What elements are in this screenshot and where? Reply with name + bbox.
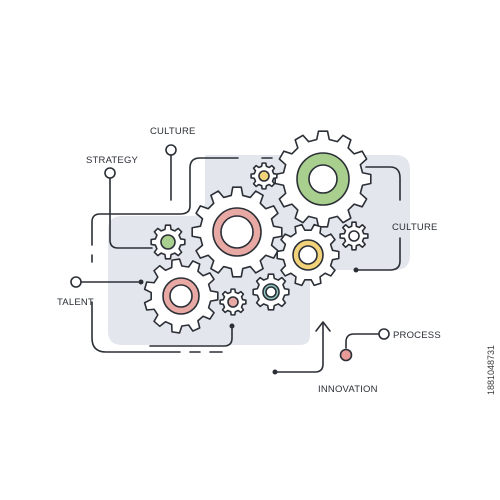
gear-mid-right	[276, 223, 340, 287]
node-talent	[70, 276, 82, 288]
label-culture-top: CULTURE	[150, 126, 196, 137]
gear-mid-left-axle	[169, 284, 193, 308]
gear-tiny-right-hub	[348, 230, 360, 242]
gear-small-left	[150, 224, 186, 260]
gear-mid-left	[143, 258, 219, 334]
dot-talent-end	[138, 279, 144, 285]
process-line	[345, 333, 381, 349]
dot-innovation-start	[272, 369, 278, 375]
label-culture-right: CULTURE	[392, 222, 438, 233]
gear-mid-right-axle	[298, 245, 318, 265]
gears	[143, 130, 372, 334]
label-process: PROCESS	[393, 330, 441, 341]
dot-culture-right	[353, 267, 359, 273]
gear-small-teal	[252, 273, 290, 311]
node-culture-top	[165, 144, 177, 156]
node-innovation	[339, 348, 353, 362]
gear-small-teal-axle	[265, 286, 277, 298]
culture-right-line	[365, 166, 401, 201]
gear-tiny-center-hub	[227, 296, 239, 308]
frame-line-left	[91, 301, 181, 353]
label-talent: TALENT	[57, 297, 94, 308]
center-down-line	[149, 325, 233, 347]
stock-id: 1881048731	[486, 345, 496, 395]
gear-large-center	[191, 186, 283, 278]
strategy-line	[109, 177, 153, 249]
node-strategy	[104, 167, 116, 179]
label-innovation: INNOVATION	[318, 384, 378, 395]
gear-tiny-right	[339, 221, 369, 251]
node-process	[378, 328, 390, 340]
label-strategy: STRATEGY	[86, 155, 139, 166]
nodes	[70, 144, 390, 375]
innovation-arrowhead	[315, 321, 331, 332]
gear-large-right	[274, 130, 372, 228]
dot-center-down	[229, 323, 235, 329]
gear-large-center-axle	[220, 215, 254, 249]
innovation-line	[275, 323, 324, 373]
frame-line-top	[91, 157, 239, 246]
culture-right-line-lower	[355, 237, 401, 271]
gear-small-left-hub	[160, 234, 176, 250]
gear-tiny-center	[219, 288, 247, 316]
gear-large-right-axle	[308, 164, 338, 194]
gear-tiny-top	[250, 162, 278, 190]
gear-tiny-top-hub	[258, 170, 270, 182]
connector-lines	[81, 154, 401, 373]
